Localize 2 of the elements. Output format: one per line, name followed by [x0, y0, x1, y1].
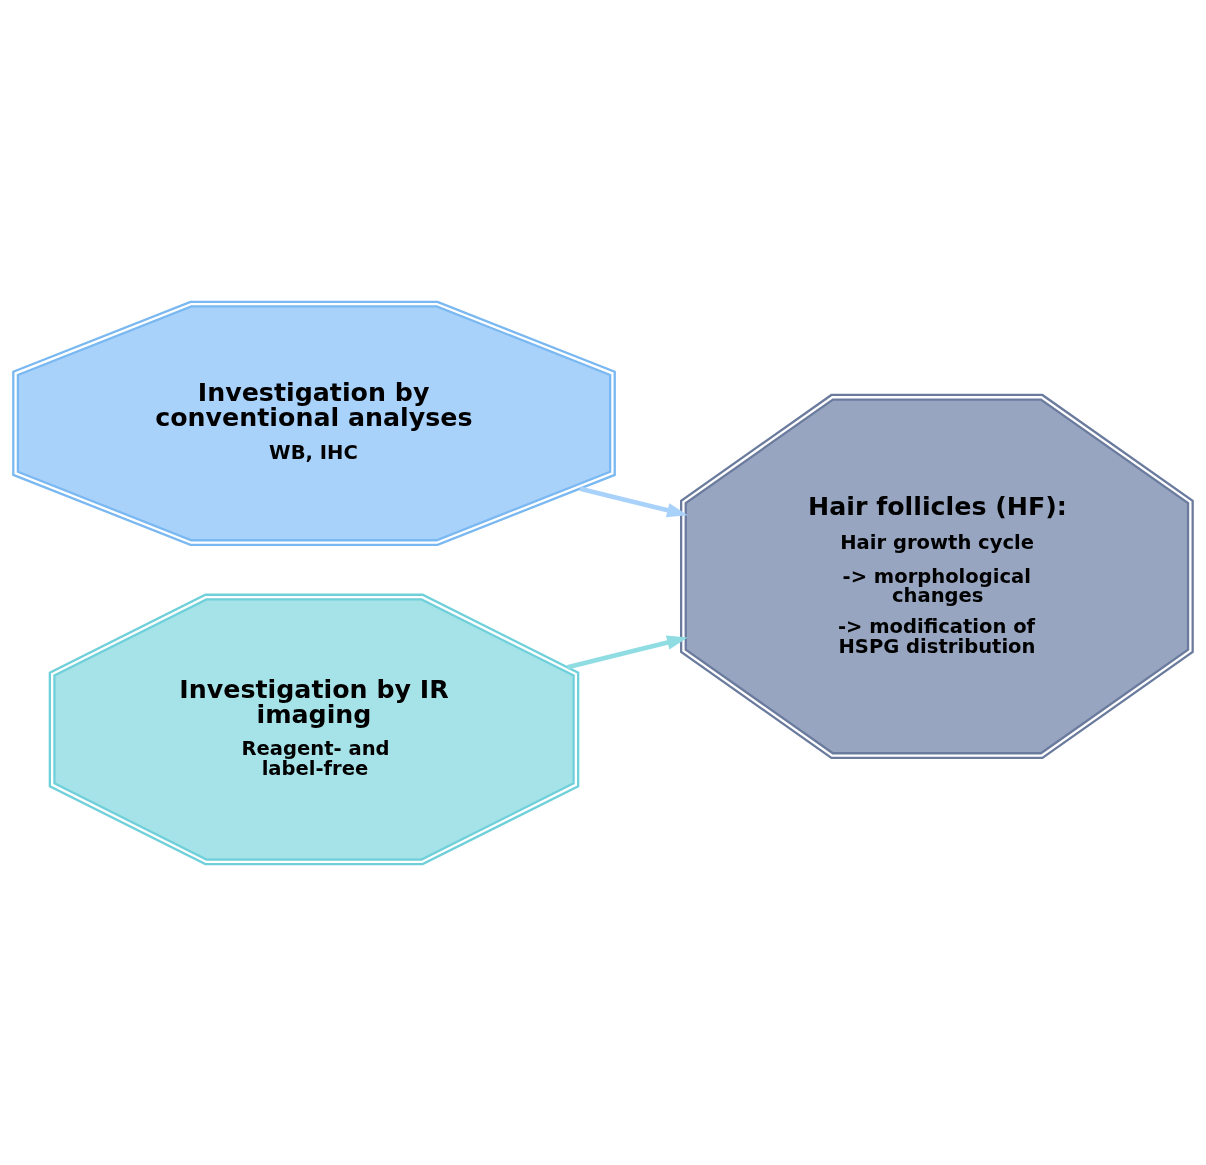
arrow: [579, 485, 688, 517]
arrow: [567, 634, 688, 669]
